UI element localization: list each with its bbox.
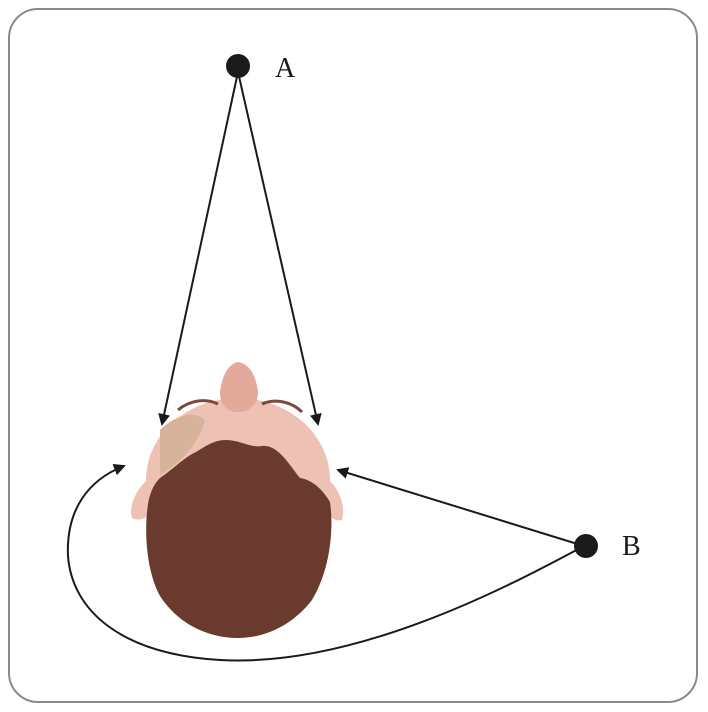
arrow-a-to-right <box>237 71 322 426</box>
head-top-view <box>131 362 344 638</box>
arrow-b-to-right <box>336 467 585 547</box>
right-eyebrow <box>261 399 304 414</box>
left-eyebrow <box>177 399 219 412</box>
point-a-label: A <box>275 53 296 84</box>
arrow-b-around-head <box>66 464 585 662</box>
hair <box>146 440 332 638</box>
nose <box>220 362 258 412</box>
point-a <box>226 54 250 78</box>
cheek-shadow <box>160 414 205 475</box>
point-b-label: B <box>622 531 641 562</box>
point-b <box>574 534 598 558</box>
arrow-a-to-left <box>158 71 239 426</box>
diagram-frame <box>8 8 698 703</box>
